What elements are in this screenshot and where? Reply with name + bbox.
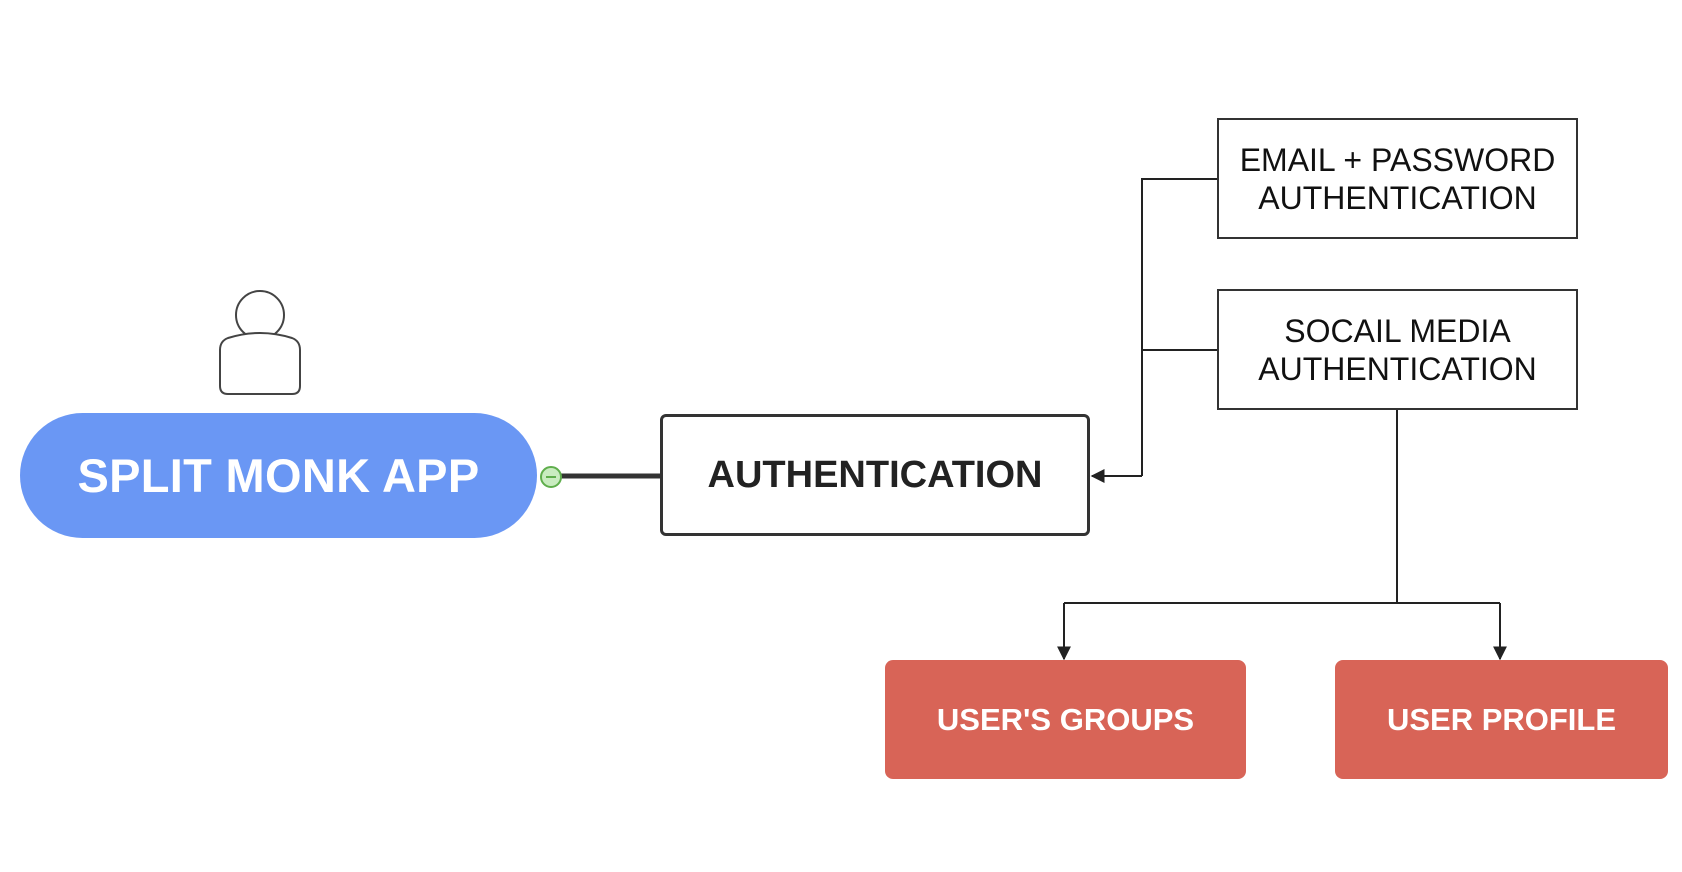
email-method-line-1: EMAIL + PASSWORD (1239, 141, 1556, 178)
social-method-line-2: AUTHENTICATION (1258, 350, 1537, 387)
authentication-label: AUTHENTICATION (707, 453, 1043, 496)
node-authentication[interactable]: AUTHENTICATION (660, 414, 1090, 536)
connector-email-to-authentication (1141, 178, 1217, 476)
node-users-groups[interactable]: USER'S GROUPS (885, 660, 1246, 779)
node-user-profile[interactable]: USER PROFILE (1335, 660, 1668, 779)
node-social-media-authentication[interactable]: SOCAIL MEDIA AUTHENTICATION (1217, 289, 1578, 410)
email-method-line-2: AUTHENTICATION (1258, 179, 1537, 216)
user-profile-label: USER PROFILE (1386, 701, 1617, 737)
person-icon (219, 290, 301, 395)
users-groups-label: USER'S GROUPS (936, 701, 1195, 737)
root-node-split-monk-app[interactable]: SPLIT MONK APP (20, 413, 537, 538)
root-node-label: SPLIT MONK APP (77, 449, 480, 502)
node-email-password-authentication[interactable]: EMAIL + PASSWORD AUTHENTICATION (1217, 118, 1578, 239)
social-method-line-1: SOCAIL MEDIA (1284, 312, 1511, 349)
minus-circle-icon[interactable] (540, 466, 562, 488)
